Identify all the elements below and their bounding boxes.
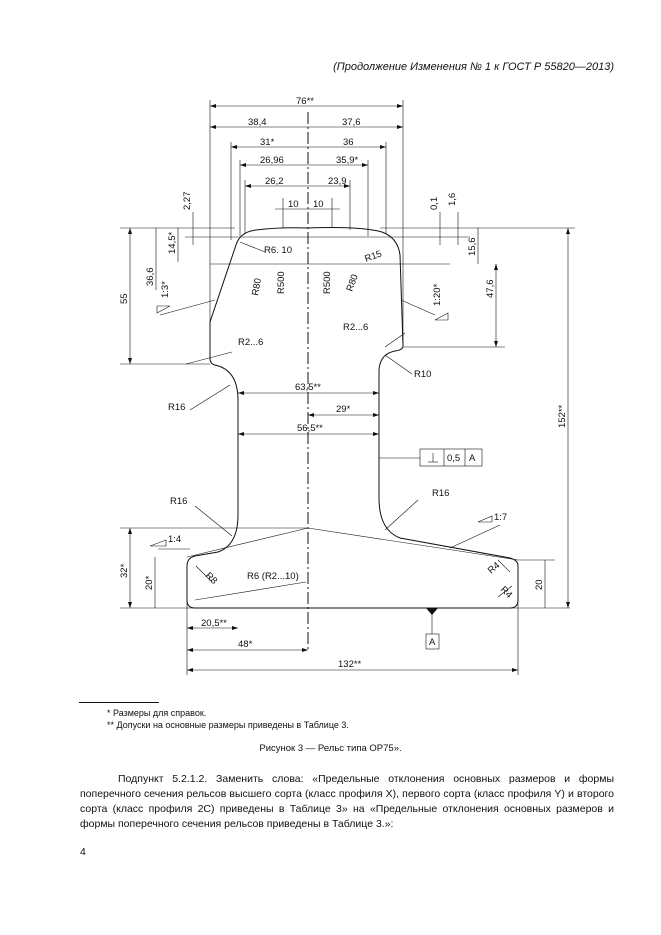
tolerance-value: 0,5 xyxy=(447,453,460,464)
label-r80-right: R80 xyxy=(344,273,360,293)
label-r10: R10 xyxy=(414,369,431,380)
dim-366: 36,6 xyxy=(145,268,156,287)
dim-227: 2,27 xyxy=(182,192,193,211)
dim-55: 55 xyxy=(119,293,130,304)
footnote-2: ** Допуски на основные размеры приведены… xyxy=(107,720,349,730)
label-r16-left-top: R16 xyxy=(168,402,185,413)
label-slope-1-4: 1:4 xyxy=(168,534,181,545)
dim-48: 48* xyxy=(238,639,253,650)
dim-205: 20,5** xyxy=(201,618,227,629)
dim-10a: 10 xyxy=(288,199,299,210)
label-r4-top: R4 xyxy=(486,560,502,576)
dim-145: 14,5* xyxy=(167,232,178,254)
dim-left-half: 38,4 xyxy=(248,117,267,128)
label-r16-left-bottom: R16 xyxy=(170,496,187,507)
label-r15: R15 xyxy=(363,249,383,265)
body-paragraph: Подпункт 5.2.1.2. Заменить слова: «Преде… xyxy=(80,773,614,830)
label-r6-range: R6 (R2...10) xyxy=(247,571,299,582)
dim-36: 36 xyxy=(343,137,354,148)
dim-32: 32* xyxy=(119,563,130,578)
dim-359: 35,9* xyxy=(336,155,358,166)
datum-label: A xyxy=(429,637,436,648)
figure-caption: Рисунок 3 — Рельс типа ОР75». xyxy=(259,743,402,754)
dim-10b: 10 xyxy=(313,199,324,210)
dim-152: 152** xyxy=(557,404,568,428)
label-r2-6-right: R2...6 xyxy=(343,322,368,333)
dim-16: 1,6 xyxy=(447,193,458,206)
rail-profile-drawing: 76** 38,4 37,6 31* 36 26,96 35,9* 26,2 2… xyxy=(119,96,575,675)
label-r8: R8 xyxy=(203,570,219,586)
footnote-separator xyxy=(79,702,159,703)
dim-635: 63,5** xyxy=(295,382,321,393)
label-r16-right: R16 xyxy=(432,488,449,499)
label-slope-1-7: 1:7 xyxy=(494,512,507,523)
footnote-1: * Размеры для справок. xyxy=(107,708,207,718)
page-header: (Продолжение Изменения № 1 к ГОСТ Р 5582… xyxy=(333,61,614,73)
dim-right-half: 37,6 xyxy=(342,117,361,128)
dim-2696: 26,96 xyxy=(260,155,284,166)
dim-31: 31* xyxy=(260,137,275,148)
dim-overall-top: 76** xyxy=(296,96,314,107)
dim-262: 26,2 xyxy=(265,176,284,187)
page-number: 4 xyxy=(80,846,86,858)
dim-132: 132** xyxy=(338,659,362,670)
dim-20-left: 20* xyxy=(144,575,155,590)
dim-01: 0,1 xyxy=(429,197,440,210)
dim-239: 23,9 xyxy=(328,176,347,187)
dim-29: 29* xyxy=(336,404,351,415)
label-r6-10: R6. 10 xyxy=(264,245,292,256)
tolerance-datum: A xyxy=(469,453,476,464)
label-slope-1-20: 1:20* xyxy=(432,284,443,306)
label-r2-6-left: R2...6 xyxy=(238,337,263,348)
dim-476: 47,6 xyxy=(485,280,496,299)
label-r500-right: R500 xyxy=(322,271,333,294)
label-slope-1-3: 1:3* xyxy=(160,281,171,298)
dim-565: 56,5** xyxy=(297,423,323,434)
dim-156: 15,6 xyxy=(467,238,478,257)
label-r80-left: R80 xyxy=(250,277,264,296)
label-r500-left: R500 xyxy=(276,271,287,294)
label-r4-bottom: R4 xyxy=(498,584,514,600)
dim-20-right: 20 xyxy=(534,579,545,590)
